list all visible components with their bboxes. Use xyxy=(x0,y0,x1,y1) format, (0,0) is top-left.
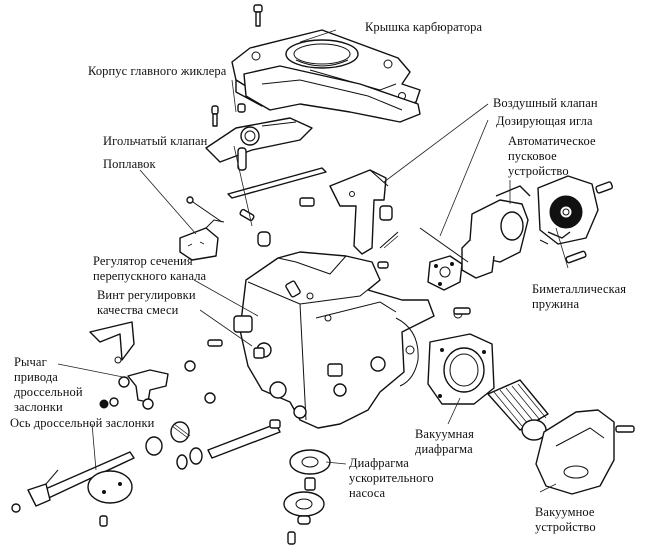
vacuum-diaphragm xyxy=(405,309,495,405)
accelerator-pump-diaphragm xyxy=(283,449,331,545)
label-carburetor-cover: Крышка карбюратора xyxy=(365,20,483,34)
metering-needle xyxy=(419,227,469,263)
air-valve xyxy=(299,169,399,255)
second-shaft xyxy=(176,419,281,470)
label-bimetal-spring-line2: пружина xyxy=(532,297,580,311)
label-throttle-lever-line1: Рычаг xyxy=(14,355,47,369)
label-vacuum-unit-line1: Вакуумное xyxy=(535,505,595,519)
leader-lines xyxy=(57,29,569,493)
label-accel-pump-line2: ускорительного xyxy=(349,471,434,485)
label-throttle-shaft: Ось дроссельной заслонки xyxy=(10,416,155,430)
misc-screws xyxy=(207,261,471,359)
label-main-jet-body: Корпус главного жиклера xyxy=(88,64,227,78)
label-vacuum-diaphragm-line1: Вакуумная xyxy=(415,427,474,441)
label-auto-choke-line2: пусковое xyxy=(508,149,557,163)
jet-gasket xyxy=(227,167,327,199)
automatic-choke xyxy=(427,185,531,291)
label-mixture-screw-line2: качества смеси xyxy=(97,303,179,317)
label-bypass-regulator-line1: Регулятор сечения xyxy=(93,254,193,268)
label-bypass-regulator-line2: перепускного канала xyxy=(93,269,207,283)
label-throttle-lever-line2: привода xyxy=(14,370,58,384)
label-mixture-screw-line1: Винт регулировки xyxy=(97,288,196,302)
label-vacuum-unit-line2: устройство xyxy=(535,520,596,534)
throttle-plate xyxy=(87,470,133,527)
label-throttle-lever-line3: дроссельной xyxy=(14,385,83,399)
needle-valve xyxy=(239,208,271,247)
label-auto-choke-line1: Автоматическое xyxy=(508,134,596,148)
throttle-lever-bracket xyxy=(89,321,135,364)
vacuum-spring xyxy=(487,379,549,441)
float xyxy=(179,196,225,261)
bimetal-spring-housing xyxy=(537,175,614,264)
vacuum-unit xyxy=(535,409,635,495)
label-accel-pump-line3: насоса xyxy=(349,486,386,500)
label-air-valve: Воздушный клапан xyxy=(493,96,598,110)
cover-screw xyxy=(253,4,263,27)
label-needle-valve: Игольчатый клапан xyxy=(103,134,208,148)
main-jet-body xyxy=(205,103,313,171)
carburetor-body xyxy=(233,251,435,429)
label-auto-choke-line3: устройство xyxy=(508,164,569,178)
label-vacuum-diaphragm-line2: диафрагма xyxy=(415,442,473,456)
label-throttle-lever-line4: заслонки xyxy=(14,400,63,414)
label-float: Поплавок xyxy=(103,157,156,171)
label-bimetal-spring-line1: Биметаллическая xyxy=(532,282,627,296)
label-metering-needle: Дозирующая игла xyxy=(496,114,593,128)
throttle-lever xyxy=(99,360,216,410)
label-accel-pump-line1: Диафрагма xyxy=(349,456,409,470)
cover-gasket xyxy=(243,65,421,123)
throttle-shaft xyxy=(11,421,191,513)
